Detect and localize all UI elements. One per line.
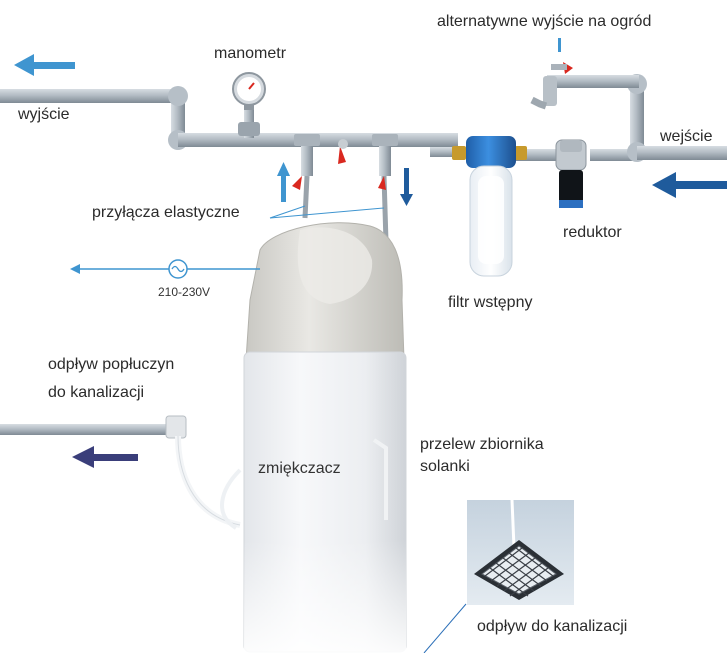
floor-drain-label: odpływ do kanalizacji [477,618,628,635]
valves [292,62,573,190]
drain-arrow [72,446,138,468]
flex-connections-label: przyłącza elastyczne [92,204,240,221]
outlet-label: wyjście [18,106,70,123]
down-flow-arrow [400,168,413,206]
garden-branch-pipe [547,75,639,88]
outlet-pipe [0,89,178,103]
pipe-network [0,74,727,530]
inlet-pipe [637,146,727,160]
pressure-reducer [555,139,587,208]
prefilter-label: filtr wstępny [448,294,533,311]
backwash-drain-label-line2: do kanalizacji [48,384,145,401]
brine-overflow-label-line2: solanki [420,458,470,475]
up-flow-arrow [277,162,290,202]
inlet-label: wejście [660,128,713,145]
garden-arrow [558,38,561,52]
prefilter [452,136,527,277]
garden-outlet-label: alternatywne wyjście na ogród [437,13,652,30]
floor-drain-inset [467,499,574,605]
backwash-drain-label-line1: odpływ popłuczyn [48,356,175,373]
inlet-arrow [652,172,727,198]
drain-pipe [0,424,170,435]
inlet-riser [630,82,644,158]
softener-label: zmiękczacz [258,460,341,477]
power-line [70,259,260,279]
manometer-label: manometr [214,45,287,62]
brine-overflow-label-line1: przelew zbiornika [420,436,544,453]
outlet-arrow [14,54,75,76]
flow-arrows [14,38,727,654]
voltage-label: 210-230V [158,285,211,299]
reducer-label: reduktor [563,224,622,241]
softener [243,222,407,653]
manometer [232,72,266,110]
